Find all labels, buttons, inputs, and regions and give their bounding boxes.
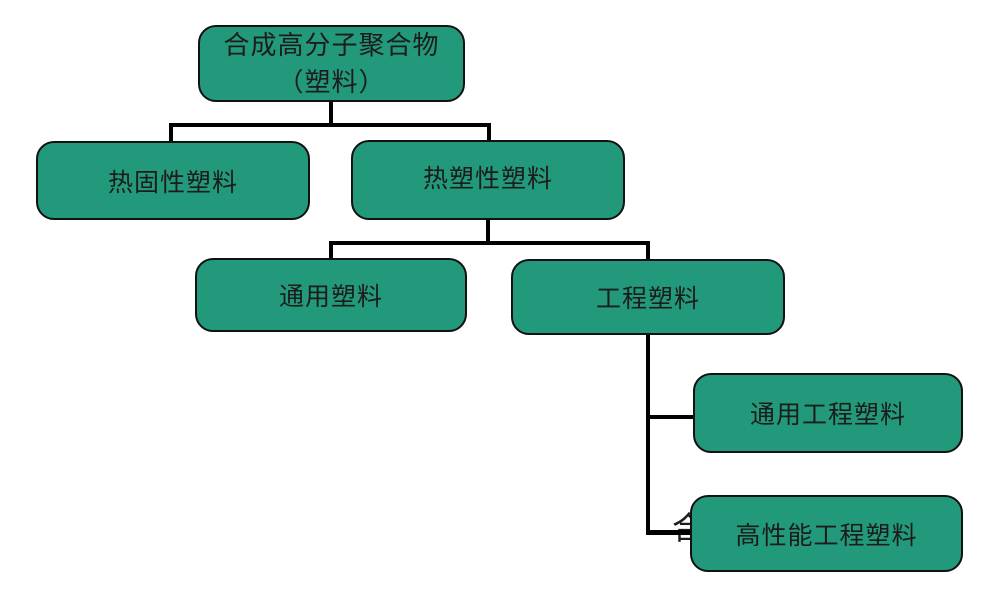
connector-level1-crossbar [169, 123, 491, 127]
node-label-line2: （塑料） [277, 67, 386, 97]
node-label: 热固性塑料 [107, 169, 238, 197]
connector-branch-general-eng [646, 415, 693, 419]
node-label-line1: 合成高分子聚合物 [223, 30, 440, 60]
node-label: 合成高分子聚合物 （塑料） [223, 27, 439, 101]
connector-thermoplastic-stem [486, 220, 490, 244]
node-thermoplastic-plastic: 热塑性塑料 [351, 140, 625, 220]
node-high-performance-engineering-plastic: 高性能工程塑料 [690, 495, 963, 572]
node-thermoset-plastic: 热固性塑料 [36, 141, 310, 220]
connector-engineering-stem [646, 335, 650, 535]
node-general-engineering-plastic: 通用工程塑料 [693, 373, 963, 453]
connector-drop-engineering [646, 241, 650, 261]
node-label: 通用塑料 [278, 284, 383, 311]
node-general-plastic: 通用塑料 [195, 258, 467, 332]
node-label: 通用工程塑料 [749, 402, 906, 429]
node-synthetic-polymer: 合成高分子聚合物 （塑料） [198, 25, 465, 102]
node-engineering-plastic: 工程塑料 [511, 259, 785, 335]
node-label: 高性能工程塑料 [735, 522, 918, 550]
connector-drop-thermoset [169, 123, 173, 143]
connector-branch-high-perf [646, 530, 694, 535]
node-label: 热塑性塑料 [422, 166, 553, 193]
connector-drop-thermoplastic [487, 123, 491, 142]
connector-level2-crossbar [329, 241, 650, 245]
node-label: 工程塑料 [595, 286, 700, 313]
connector-drop-general [329, 241, 333, 260]
connector-root-stem [329, 102, 333, 126]
